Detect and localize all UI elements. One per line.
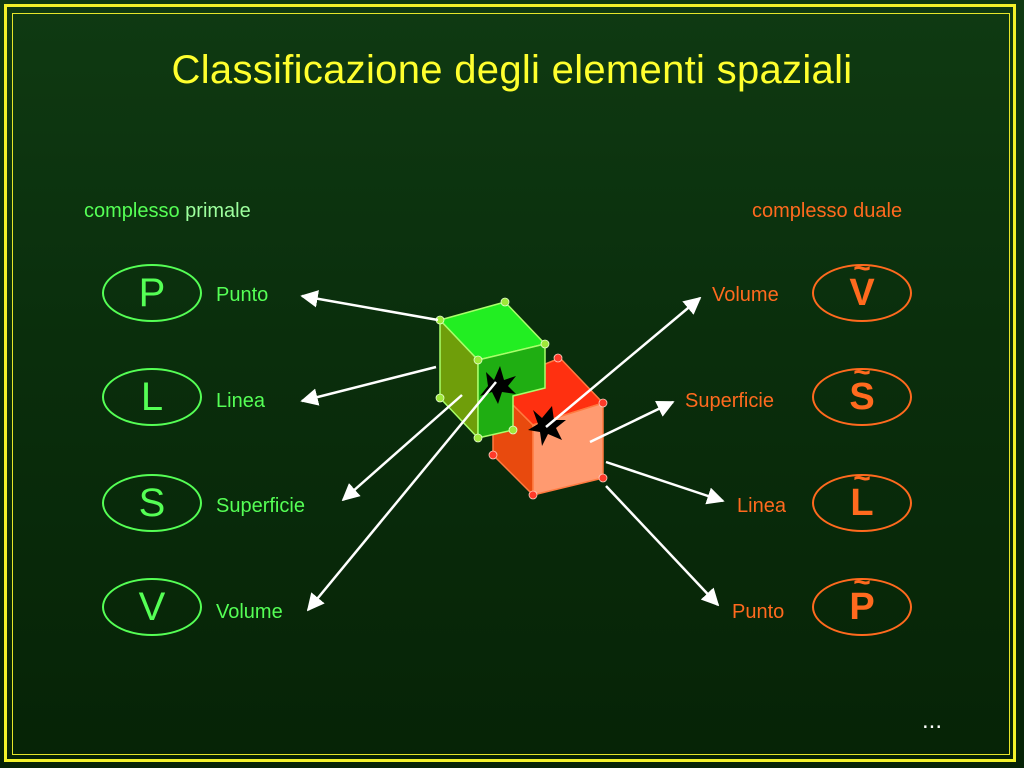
- dual-label-superficie: Superficie: [685, 390, 774, 412]
- page-title: Classificazione degli elementi spaziali: [171, 48, 853, 92]
- primal-label-volume: Volume: [216, 601, 283, 623]
- dual-symbol: ~ P: [849, 568, 875, 628]
- inner-frame: [12, 13, 1010, 755]
- primal-ellipse-linea: L: [102, 368, 202, 426]
- tilde-mark: ~: [853, 356, 871, 389]
- primal-arrows: [300, 290, 497, 612]
- dual-symbol: ~ V: [849, 254, 875, 314]
- primal-label-superficie: Superficie: [216, 495, 305, 517]
- arrow-to-dual-volume: [545, 296, 702, 428]
- dual-label-punto: Punto: [732, 601, 785, 623]
- tilde-mark: ~: [853, 566, 871, 599]
- dual-ellipse-volume: ~ V: [812, 254, 912, 322]
- primal-ellipse-punto: P: [102, 264, 202, 322]
- arrow-to-dual-punto: [605, 485, 720, 607]
- dual-cube-vertices: [488, 353, 608, 500]
- arrow-to-dual-superficie: [589, 400, 675, 444]
- outer-frame: [4, 4, 1016, 762]
- arrow-to-dual-linea: [605, 460, 725, 505]
- primal-ellipse-volume: V: [102, 578, 202, 636]
- dual-ellipse-linea: ~ L: [812, 464, 912, 532]
- primal-symbol: V: [138, 584, 166, 629]
- primal-heading: complesso primale: [84, 200, 251, 223]
- arrow-to-linea: [300, 365, 437, 406]
- primal-star-mark: [480, 366, 516, 404]
- primal-symbol: L: [140, 374, 164, 419]
- dual-symbol: ~ L: [850, 464, 874, 524]
- dual-symbol-letter: S: [849, 376, 875, 418]
- primal-heading-word2: primale: [185, 200, 251, 222]
- dual-label-linea: Linea: [737, 495, 786, 517]
- primal-symbol: S: [138, 480, 166, 525]
- primal-label-linea: Linea: [216, 390, 265, 412]
- dual-symbol-letter: P: [849, 586, 875, 628]
- primal-heading-word1: complesso: [84, 200, 180, 222]
- primal-block-vertices: [435, 297, 550, 443]
- continuation-ellipsis: ...: [922, 707, 943, 734]
- dual-arrows: [545, 296, 725, 607]
- tilde-mark: ~: [853, 462, 871, 495]
- dual-ellipse-superficie: ~ S: [812, 358, 912, 426]
- arrow-to-punto: [300, 290, 439, 322]
- primal-ellipse-superficie: S: [102, 474, 202, 532]
- dual-symbol-letter: L: [850, 482, 874, 524]
- dual-ellipse-punto: ~ P: [812, 568, 912, 636]
- arrow-to-volume: [306, 381, 497, 612]
- arrow-to-superficie: [341, 394, 463, 502]
- dual-label-volume: Volume: [712, 284, 779, 306]
- dual-symbol-letter: V: [849, 272, 875, 314]
- primal-symbol: P: [138, 270, 166, 315]
- tilde-mark: ~: [853, 252, 871, 285]
- primal-block: [435, 297, 550, 443]
- primal-label-punto: Punto: [216, 284, 269, 306]
- dual-heading: complesso duale: [752, 200, 903, 222]
- dual-symbol: ~ S: [849, 358, 875, 418]
